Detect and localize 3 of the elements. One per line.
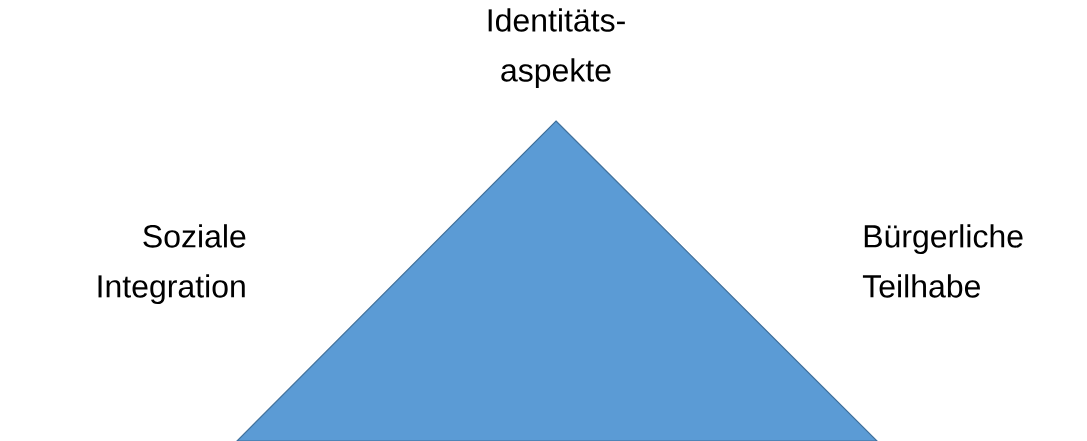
vertex-label: Soziale Integration xyxy=(98,224,246,304)
vertex-label: Bürgerliche Teilhabe xyxy=(862,224,1023,298)
vertex-label: Identitäts- aspekte xyxy=(488,8,625,88)
